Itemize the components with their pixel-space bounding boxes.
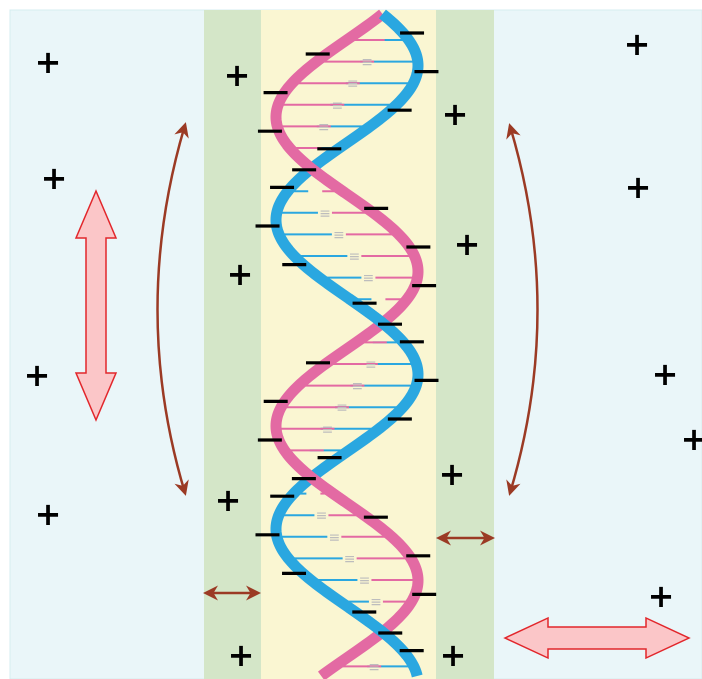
base-pair-bond: ≡: [352, 379, 364, 395]
positive-charge-icon: +: [215, 481, 242, 519]
base-pair-bond: ≡: [368, 659, 380, 675]
positive-charge-icon: +: [648, 577, 675, 615]
phosphate-charges: [255, 31, 439, 653]
positive-charge-icon: +: [625, 168, 652, 206]
outlined-double-arrow-icon: [503, 616, 691, 660]
positive-charge-icon: +: [35, 495, 62, 533]
dna-double-helix-icon: ≡≡≡≡≡≡≡≡≡≡≡≡≡≡≡≡≡≡: [255, 9, 439, 679]
base-pair-bond: ≡: [365, 357, 377, 373]
strand-front-segment: [345, 293, 412, 350]
positive-charge-icon: +: [24, 356, 51, 394]
positive-charge-icon: +: [681, 420, 702, 458]
base-pair-bond: ≡: [319, 206, 331, 222]
base-pair-bond: ≡: [336, 400, 348, 416]
base-pair-bond: ≡: [316, 508, 328, 524]
base-pair-bond: ≡: [322, 422, 334, 438]
positive-charge-icon: +: [442, 95, 469, 133]
strand-b-back: [270, 9, 424, 679]
hydration-layer-left: [204, 10, 261, 679]
positive-charge-icon: +: [454, 225, 481, 263]
base-pair-bond: ≡: [328, 530, 340, 546]
curved-double-arrow-icon: [506, 123, 539, 496]
hydration-layer-right: [436, 10, 494, 679]
small-arrows: [203, 530, 495, 601]
positive-charge-icon: +: [41, 159, 68, 197]
positive-charge-icon: +: [35, 43, 62, 81]
base-pair-bond: ≡: [344, 551, 356, 567]
base-pair-bond: ≡: [361, 55, 373, 71]
base-pair-bond: ≡: [359, 573, 371, 589]
positive-charge-icon: +: [227, 255, 254, 293]
positive-charge-icon: +: [440, 636, 467, 674]
base-pair-bond: ≡: [331, 98, 343, 114]
base-pair-bond: ≡: [370, 595, 382, 611]
positive-charge-icon: +: [652, 355, 679, 393]
base-pair-bond: ≡: [363, 271, 375, 287]
big-arrows: [74, 189, 691, 660]
cation-layer: +++++++++++++++++: [24, 25, 702, 674]
positive-charge-icon: +: [624, 25, 651, 63]
base-pair-bond: ≡: [348, 249, 360, 265]
positive-charge-icon: +: [224, 56, 251, 94]
positive-charge-icon: +: [228, 636, 255, 674]
outlined-double-arrow-icon: [74, 189, 118, 422]
curved-arrows: [156, 122, 539, 496]
curved-double-arrow-icon: [156, 122, 189, 496]
base-pair-bond: ≡: [347, 76, 359, 92]
base-pair-bond: ≡: [333, 227, 345, 243]
positive-charge-icon: +: [439, 455, 466, 493]
base-pair-bond: ≡: [318, 119, 330, 135]
